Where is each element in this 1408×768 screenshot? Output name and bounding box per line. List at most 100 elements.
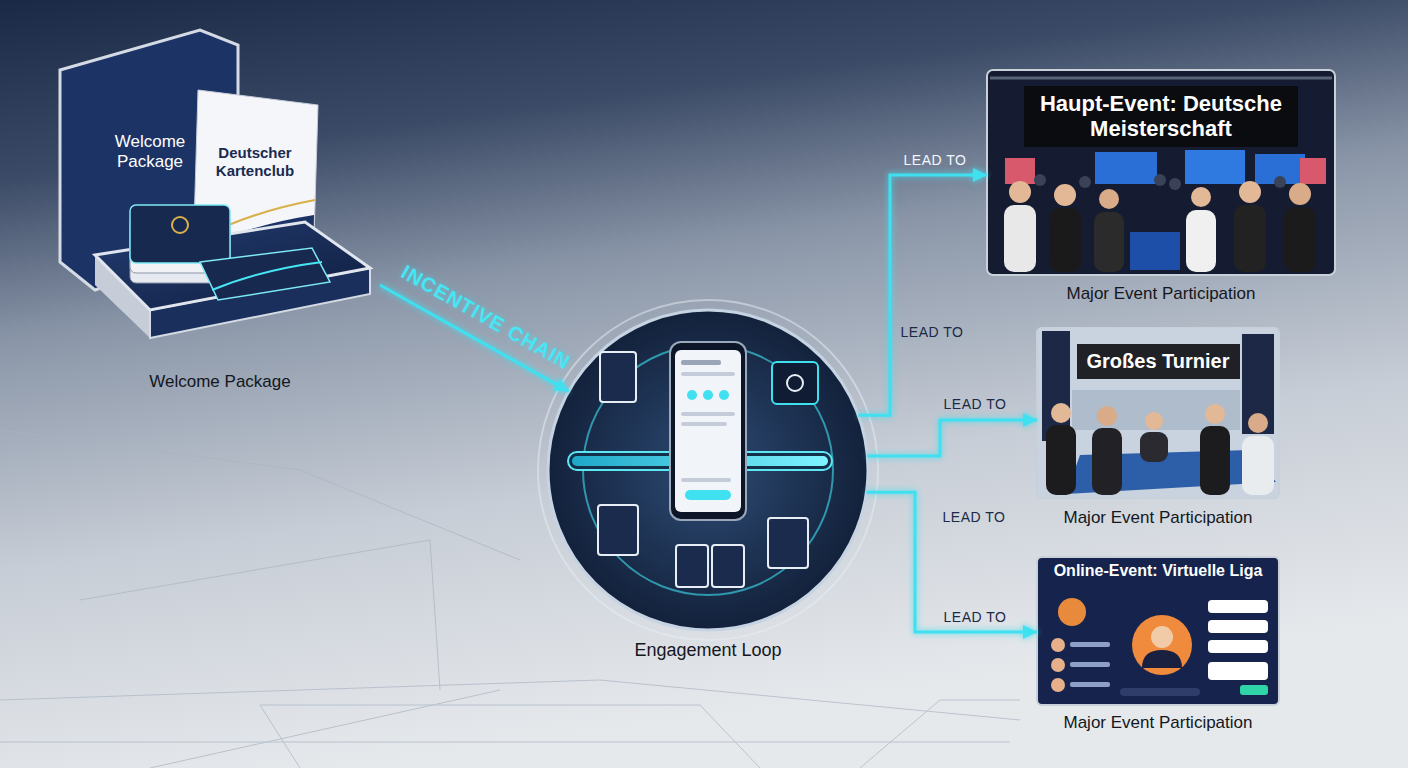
lid-text: Welcome Package bbox=[100, 132, 200, 173]
flow-arrow bbox=[867, 420, 1037, 456]
screen-line bbox=[681, 412, 735, 416]
event-photo bbox=[1037, 328, 1279, 498]
person bbox=[1092, 428, 1122, 495]
card bbox=[200, 248, 330, 300]
flow-label: LEAD TO bbox=[901, 324, 964, 341]
node-caption: Welcome Package bbox=[149, 372, 290, 392]
event-card: Online-Event: Virtuelle LigaMajor Event … bbox=[1037, 557, 1279, 737]
loop-circle bbox=[548, 310, 868, 630]
card-emblem bbox=[172, 217, 188, 233]
edge-label: LEAD TO bbox=[944, 609, 1007, 626]
flow-arrow bbox=[866, 492, 1037, 632]
blueprint-line bbox=[0, 680, 1020, 720]
screen bbox=[1300, 158, 1326, 184]
list-line bbox=[1070, 682, 1110, 687]
loop-card bbox=[600, 352, 636, 402]
event-photo bbox=[987, 70, 1335, 275]
card bbox=[130, 205, 230, 263]
blueprint-line bbox=[0, 430, 520, 560]
person bbox=[1049, 208, 1081, 272]
event-card: Haupt-Event: Deutsche MeisterschaftMajor… bbox=[987, 70, 1335, 310]
avatar bbox=[1051, 658, 1065, 672]
event-banner: Großes Turnier bbox=[1077, 344, 1240, 379]
person bbox=[1234, 205, 1266, 272]
event-title: Online-Event: Virtuelle Liga bbox=[1054, 562, 1263, 580]
screen-line bbox=[681, 372, 735, 376]
blueprint-line bbox=[860, 700, 1020, 768]
person-head bbox=[1097, 406, 1117, 426]
presenter-head bbox=[1151, 626, 1173, 648]
presenter-body bbox=[1142, 650, 1182, 668]
crowd bbox=[1169, 178, 1181, 190]
list-line bbox=[1070, 662, 1110, 667]
loop-circle-node: Engagement Loop bbox=[548, 310, 868, 670]
person bbox=[1004, 205, 1036, 272]
crowd bbox=[1079, 176, 1091, 188]
avatar bbox=[1051, 678, 1065, 692]
chat-bubble bbox=[1208, 620, 1268, 633]
person-head bbox=[1289, 183, 1311, 205]
loop-card bbox=[598, 505, 638, 555]
edge-label: INCENTIVE CHAIN bbox=[397, 260, 575, 375]
person-head bbox=[1009, 181, 1031, 203]
event-screen bbox=[1037, 557, 1279, 705]
flow-label: LEAD TO bbox=[943, 509, 1006, 526]
loop-card bbox=[676, 545, 708, 587]
person-head bbox=[1054, 184, 1076, 206]
package-node: Welcome Package bbox=[60, 40, 380, 400]
avatar bbox=[1051, 638, 1065, 652]
toolbar bbox=[1120, 688, 1200, 696]
blueprint-line bbox=[700, 705, 760, 768]
loop-icon-mark bbox=[787, 375, 803, 391]
person-head bbox=[1145, 412, 1163, 430]
screen-button bbox=[685, 490, 731, 500]
truss bbox=[990, 77, 1332, 80]
node-caption: Major Event Participation bbox=[1064, 508, 1253, 528]
person bbox=[1046, 425, 1076, 495]
screen bbox=[1005, 158, 1035, 184]
edge-label: LEAD TO bbox=[944, 396, 1007, 413]
loop-glow bbox=[538, 300, 878, 640]
screen-line bbox=[681, 360, 721, 365]
blueprint-line bbox=[260, 705, 700, 768]
person-head bbox=[1239, 181, 1261, 203]
crowd bbox=[1154, 174, 1166, 186]
person bbox=[1242, 436, 1274, 495]
screen bbox=[1095, 152, 1157, 184]
tent-banner bbox=[1042, 331, 1070, 441]
flow-arrow bbox=[858, 175, 987, 415]
blueprint-line bbox=[0, 742, 1010, 743]
person-head bbox=[1099, 189, 1119, 209]
table bbox=[1130, 232, 1180, 270]
person bbox=[1200, 426, 1230, 495]
avatar bbox=[1058, 598, 1086, 626]
crowd bbox=[1274, 176, 1286, 188]
blueprint-line bbox=[80, 540, 440, 690]
screen bbox=[1185, 150, 1245, 184]
tent-banner bbox=[1242, 334, 1274, 434]
crowd bbox=[1034, 174, 1046, 186]
loop-icon bbox=[772, 362, 818, 404]
person bbox=[1094, 212, 1124, 272]
blueprint-line bbox=[150, 690, 500, 768]
screen-dot bbox=[703, 390, 713, 400]
person-head bbox=[1051, 403, 1071, 423]
screen-line bbox=[681, 422, 727, 426]
screen-dot bbox=[687, 390, 697, 400]
loop-card bbox=[712, 545, 744, 587]
loop-card bbox=[768, 518, 808, 568]
event-card: Großes TurnierMajor Event Participation bbox=[1037, 328, 1279, 528]
node-caption: Major Event Participation bbox=[1064, 713, 1253, 733]
node-caption: Major Event Participation bbox=[1067, 284, 1256, 304]
event-banner: Haupt-Event: Deutsche Meisterschaft bbox=[1024, 86, 1298, 147]
phone bbox=[670, 342, 746, 520]
tent-frame bbox=[1072, 390, 1240, 430]
node-caption: Engagement Loop bbox=[634, 640, 781, 662]
chat-bubble bbox=[1208, 640, 1268, 653]
person-head bbox=[1191, 187, 1211, 207]
person bbox=[1186, 210, 1216, 272]
card-swoosh bbox=[212, 262, 322, 290]
edge-label: LEAD TO bbox=[904, 152, 967, 169]
